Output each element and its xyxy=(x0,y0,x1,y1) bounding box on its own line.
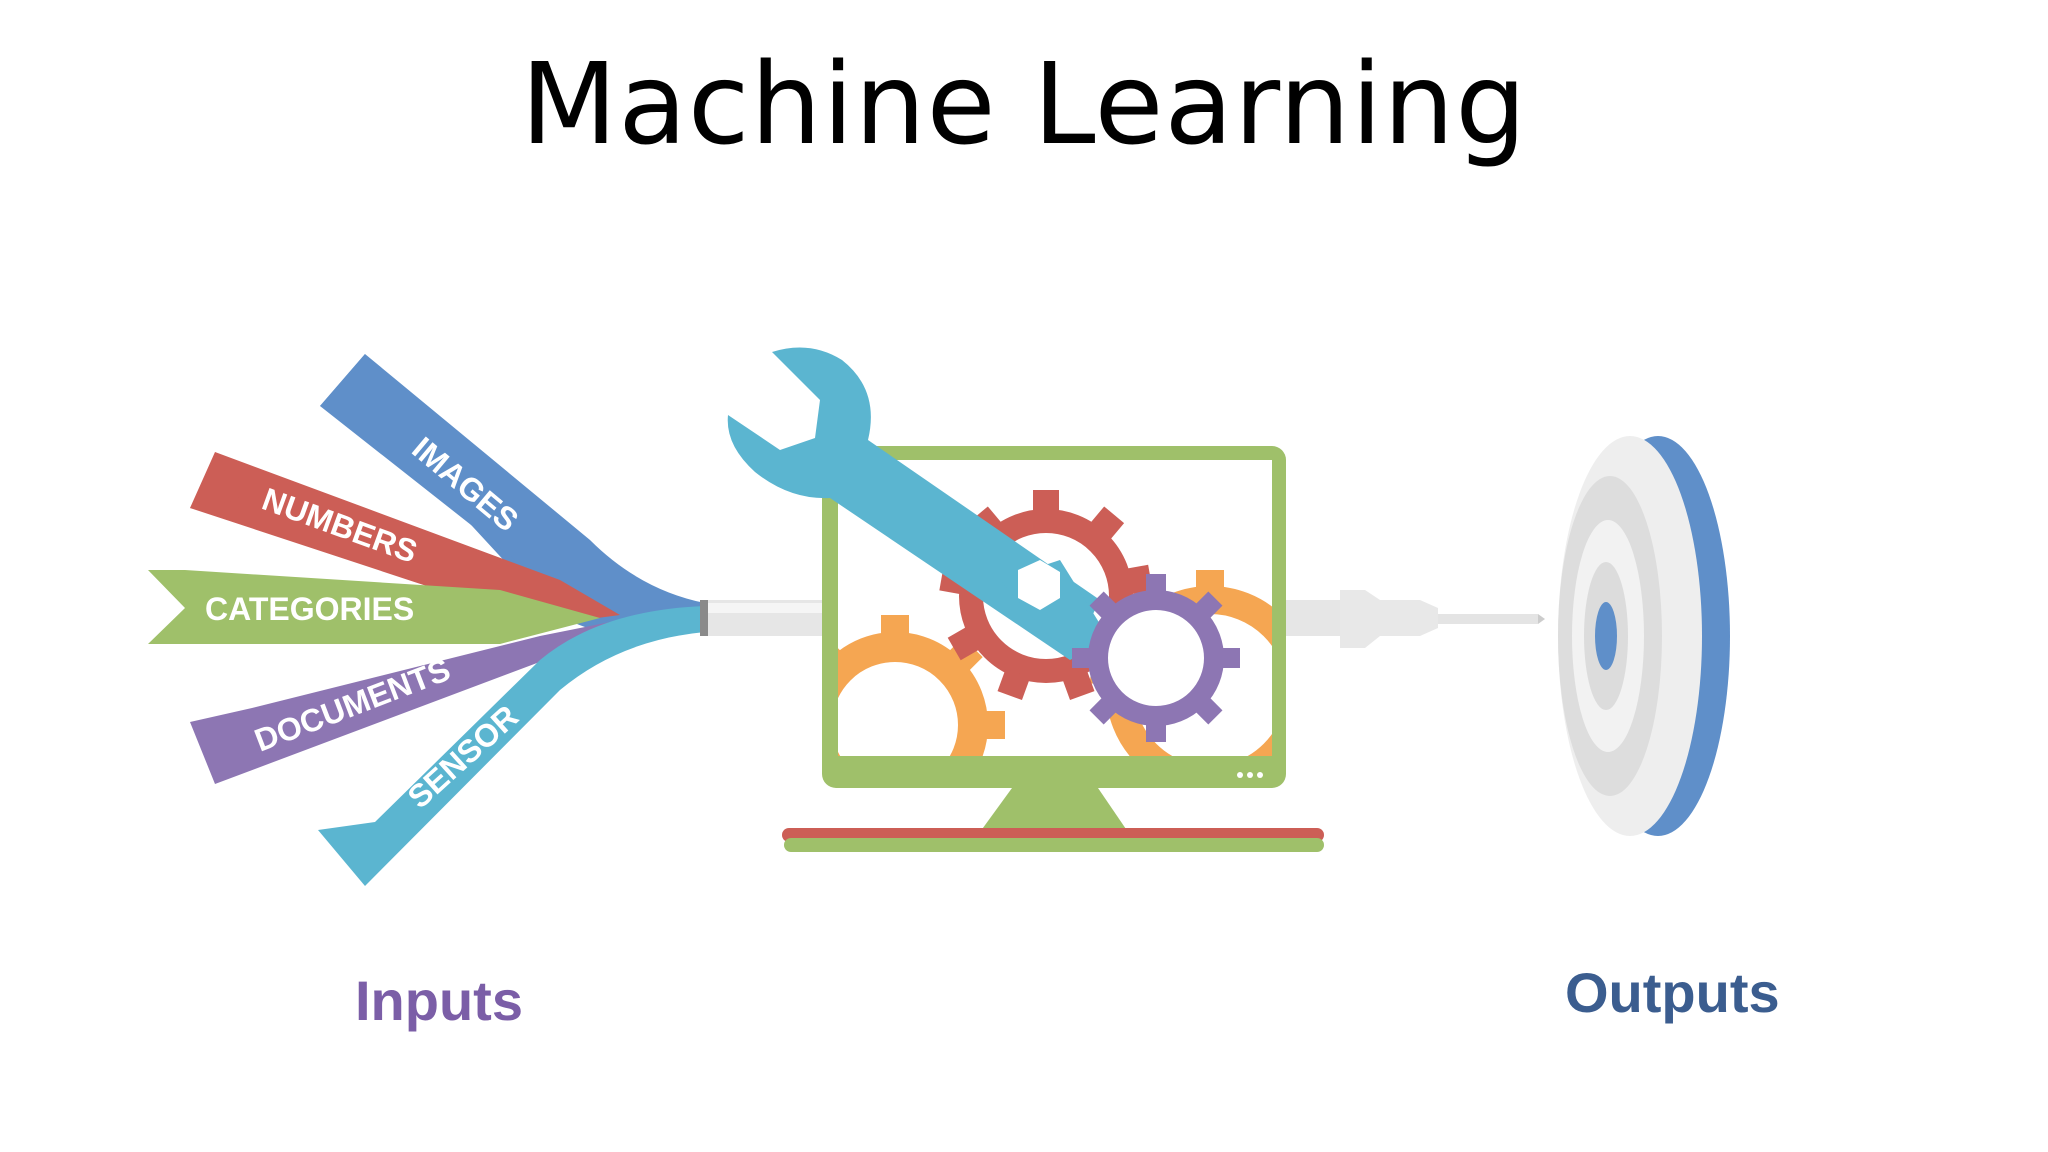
ribbon-bundle: IMAGES NUMBERS CATEGORIES DOCUMENTS SENS… xyxy=(148,354,708,886)
outputs-label: Outputs xyxy=(1565,961,1780,1024)
wrench-icon xyxy=(727,347,1110,660)
monitor-icon xyxy=(727,347,1324,852)
page-title: Machine Learning xyxy=(520,40,1528,170)
ribbon-label-sensor: SENSOR xyxy=(401,698,526,815)
monitor-stand xyxy=(980,788,1128,832)
target-icon xyxy=(1558,436,1730,836)
ribbon-label-categories: CATEGORIES xyxy=(205,591,414,627)
ribbon-numbers xyxy=(190,452,620,625)
output-rod xyxy=(1285,600,1345,636)
gear-icon xyxy=(1072,574,1240,742)
ribbon-categories xyxy=(148,570,600,644)
dart-icon xyxy=(1340,590,1545,648)
ribbon-sensor xyxy=(318,606,705,886)
ribbon-documents xyxy=(190,620,620,784)
inputs-label: Inputs xyxy=(355,969,523,1032)
